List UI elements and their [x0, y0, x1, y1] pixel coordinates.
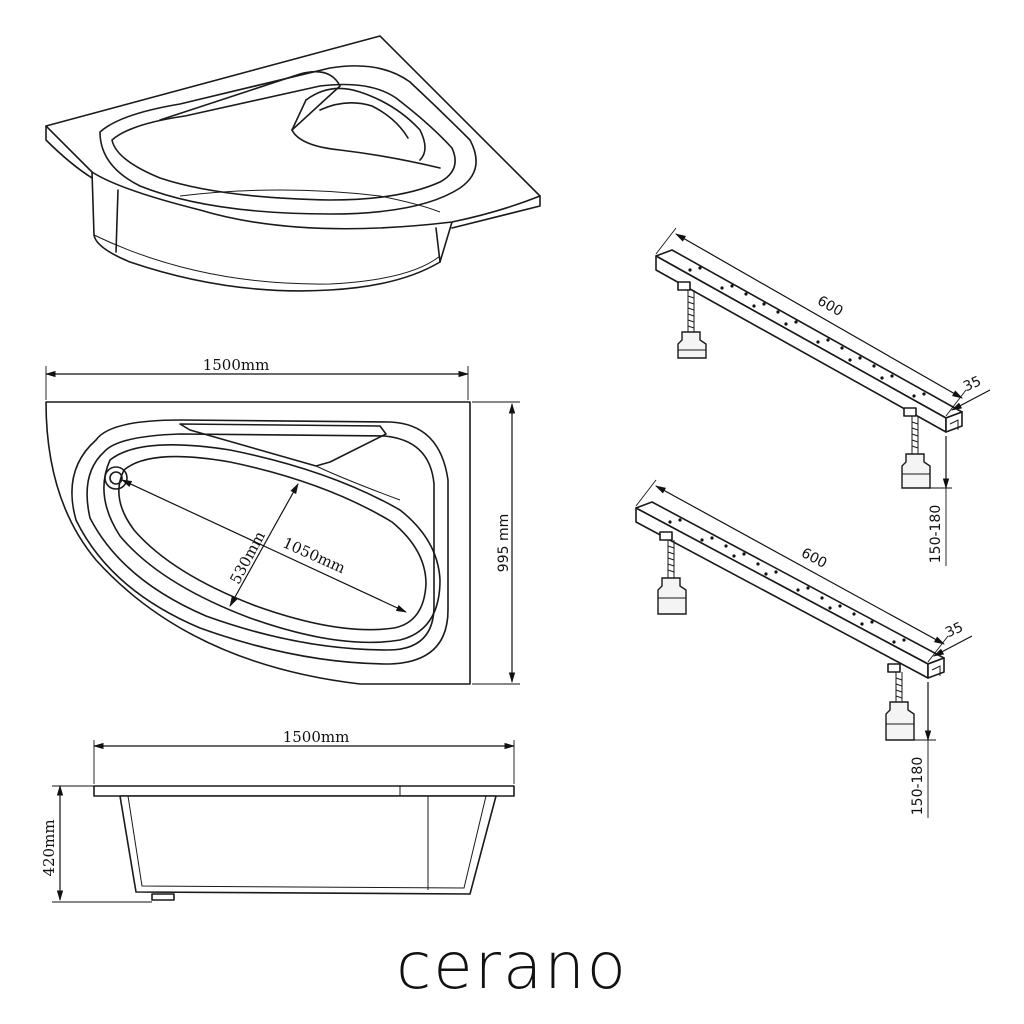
- drain-outer: [104, 466, 128, 490]
- upper-width-label: 35: [961, 373, 984, 395]
- side-width-label: 1500mm: [283, 728, 350, 746]
- drain-inner: [109, 471, 123, 485]
- leg-support-upper: 600 35 150-180: [655, 227, 991, 566]
- upper-height-label: 150-180: [928, 505, 944, 564]
- top-width-label: 1500mm: [203, 356, 270, 374]
- brand-logo: cerano: [396, 930, 628, 1004]
- bathtub-top-view: 1500mm 995 mm 1050mm 530mm: [44, 356, 520, 685]
- lower-length-label: 600: [798, 545, 829, 572]
- lower-height-label: 150-180: [910, 757, 926, 816]
- side-height-label: 420mm: [40, 819, 58, 876]
- bathtub-isometric-view: [45, 35, 541, 292]
- lower-width-label: 35: [943, 619, 966, 641]
- bathtub-side-view: 1500mm 420mm: [40, 728, 516, 903]
- top-depth-label: 995 mm: [496, 514, 512, 572]
- leg-support-lower: 600 35 150-180: [635, 479, 973, 818]
